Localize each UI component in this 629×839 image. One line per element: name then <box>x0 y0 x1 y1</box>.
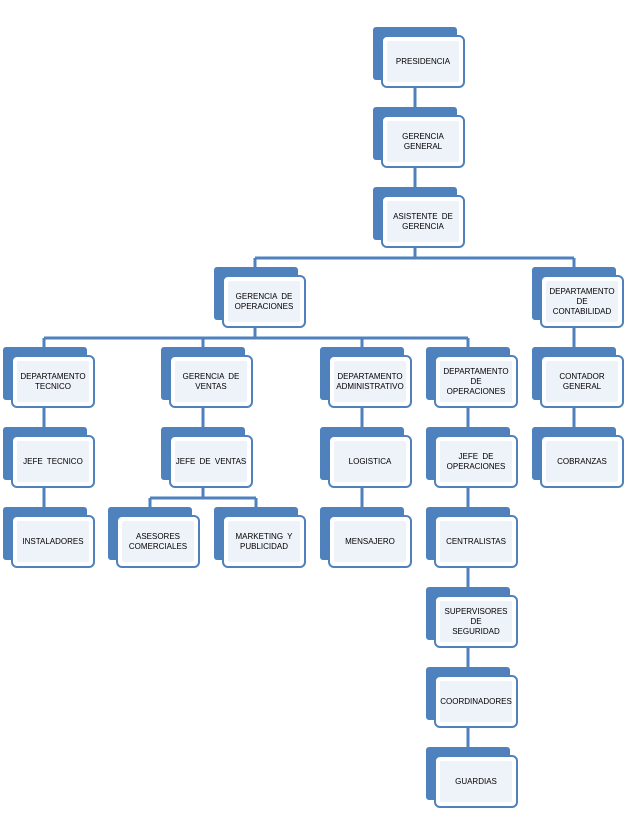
node-label: GERENCIA DE VENTAS <box>182 371 240 391</box>
node-label: ASISTENTE DE GERENCIA <box>393 211 453 231</box>
node-label: ASESORES COMERCIALES <box>128 531 188 551</box>
node-departamento-operaciones: DEPARTAMENTO DE OPERACIONES <box>426 347 518 408</box>
node-supervisores-seguridad: SUPERVISORES DE SEGURIDAD <box>426 587 518 648</box>
node-label: DEPARTAMENTO DE CONTABILIDAD <box>549 286 615 316</box>
node-gerencia-general: GERENCIA GENERAL <box>373 107 465 168</box>
node-contador-general: CONTADOR GENERAL <box>532 347 624 408</box>
node-instaladores: INSTALADORES <box>3 507 95 568</box>
node-gerencia-ventas: GERENCIA DE VENTAS <box>161 347 253 408</box>
node-label: COORDINADORES <box>440 696 512 706</box>
node-departamento-administrativo: DEPARTAMENTO ADMINISTRATIVO <box>320 347 412 408</box>
node-label: DEPARTAMENTO TECNICO <box>20 371 86 391</box>
node-label: DEPARTAMENTO DE OPERACIONES <box>443 366 509 396</box>
node-centralistas: CENTRALISTAS <box>426 507 518 568</box>
node-jefe-operaciones: JEFE DE OPERACIONES <box>426 427 518 488</box>
node-label: INSTALADORES <box>22 536 84 546</box>
node-label: DEPARTAMENTO ADMINISTRATIVO <box>336 371 404 391</box>
node-label: SUPERVISORES DE SEGURIDAD <box>444 606 508 636</box>
node-label: GERENCIA GENERAL <box>402 131 444 151</box>
node-departamento-tecnico: DEPARTAMENTO TECNICO <box>3 347 95 408</box>
node-presidencia: PRESIDENCIA <box>373 27 465 88</box>
node-guardias: GUARDIAS <box>426 747 518 808</box>
node-label: MARKETING Y PUBLICIDAD <box>235 531 293 551</box>
node-label: JEFE TECNICO <box>23 456 83 466</box>
node-coordinadores: COORDINADORES <box>426 667 518 728</box>
node-jefe-tecnico: JEFE TECNICO <box>3 427 95 488</box>
node-label: PRESIDENCIA <box>395 56 451 66</box>
node-label: GERENCIA DE OPERACIONES <box>234 291 294 311</box>
node-logistica: LOGISTICA <box>320 427 412 488</box>
node-gerencia-operaciones: GERENCIA DE OPERACIONES <box>214 267 306 328</box>
node-mensajero: MENSAJERO <box>320 507 412 568</box>
node-label: CENTRALISTAS <box>446 536 506 546</box>
node-label: CONTADOR GENERAL <box>559 371 605 391</box>
node-label: MENSAJERO <box>345 536 395 546</box>
node-jefe-ventas: JEFE DE VENTAS <box>161 427 253 488</box>
node-label: LOGISTICA <box>348 456 392 466</box>
node-cobranzas: COBRANZAS <box>532 427 624 488</box>
node-label: JEFE DE VENTAS <box>175 456 247 466</box>
node-departamento-contabilidad: DEPARTAMENTO DE CONTABILIDAD <box>532 267 624 328</box>
node-label: COBRANZAS <box>557 456 607 466</box>
node-asistente-gerencia: ASISTENTE DE GERENCIA <box>373 187 465 248</box>
node-marketing-publicidad: MARKETING Y PUBLICIDAD <box>214 507 306 568</box>
node-asesores-comerciales: ASESORES COMERCIALES <box>108 507 200 568</box>
node-label: JEFE DE OPERACIONES <box>446 451 506 471</box>
node-label: GUARDIAS <box>455 776 497 786</box>
